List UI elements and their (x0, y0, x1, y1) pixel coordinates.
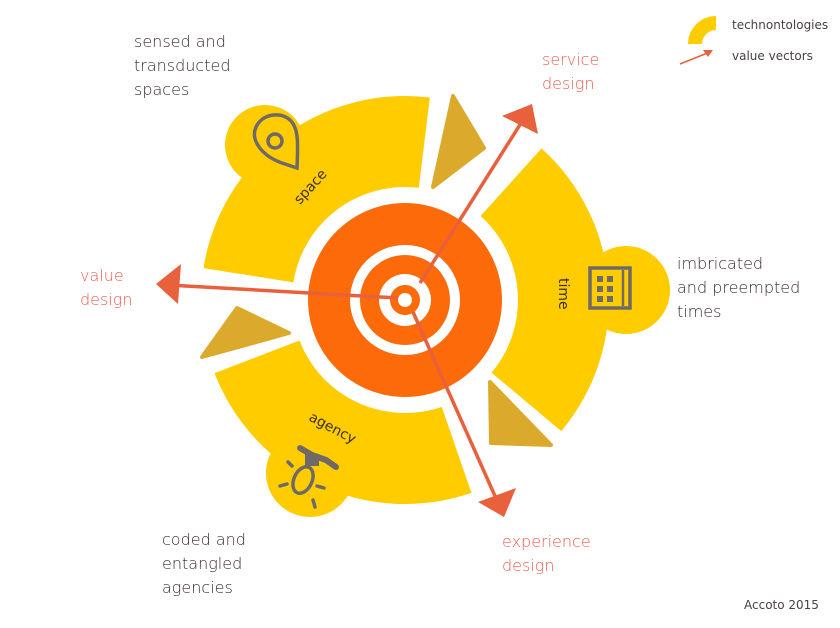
text-line: entangled (162, 554, 243, 573)
text-line: service (542, 50, 600, 69)
legend-value-vectors-label: value vectors (732, 49, 813, 63)
core-center (398, 293, 412, 307)
location-pin-icon (252, 113, 300, 171)
service-design-label: service design (542, 48, 599, 96)
value-vectors (156, 104, 538, 517)
credit: Accoto 2015 (744, 598, 819, 612)
text-line: design (502, 556, 555, 575)
experience-arrowhead (478, 488, 516, 517)
value-design-vector (167, 283, 399, 300)
text-line: value (80, 266, 124, 285)
time-triangle (488, 380, 553, 447)
space-triangle (431, 94, 486, 189)
legend-technontologies-swatch (688, 16, 716, 44)
space-description: sensed and transducted spaces (134, 30, 231, 102)
text-line: design (80, 290, 133, 309)
space-segment[interactable] (203, 95, 430, 283)
experience-design-label: experience design (502, 530, 591, 578)
time-description: imbricated and preempted times (677, 252, 800, 324)
legend-vector-swatch (679, 50, 713, 65)
text-line: spaces (134, 80, 190, 99)
legend-technontologies-label: technontologies (732, 18, 829, 32)
text-line: times (677, 302, 722, 321)
text-line: sensed and (134, 32, 226, 51)
experience-design-vector (411, 311, 501, 506)
time-label: time (555, 278, 571, 310)
text-line: design (542, 74, 595, 93)
text-line: imbricated (677, 254, 764, 273)
service-design-vector (418, 111, 530, 284)
value-arrowhead (156, 264, 181, 304)
agency-triangle (200, 306, 291, 359)
calendar-icon (588, 266, 632, 310)
time-segment[interactable] (480, 148, 610, 432)
text-line: experience (502, 532, 591, 551)
agency-segment[interactable] (214, 340, 472, 504)
text-line: coded and (162, 530, 246, 549)
text-line: and preempted (677, 278, 801, 297)
agency-description: coded and entangled agencies (162, 528, 246, 600)
value-design-label: value design (80, 264, 133, 312)
service-arrowhead (502, 104, 538, 134)
text-line: transducted (134, 56, 231, 75)
text-line: agencies (162, 578, 233, 597)
bug-icon (278, 445, 339, 509)
